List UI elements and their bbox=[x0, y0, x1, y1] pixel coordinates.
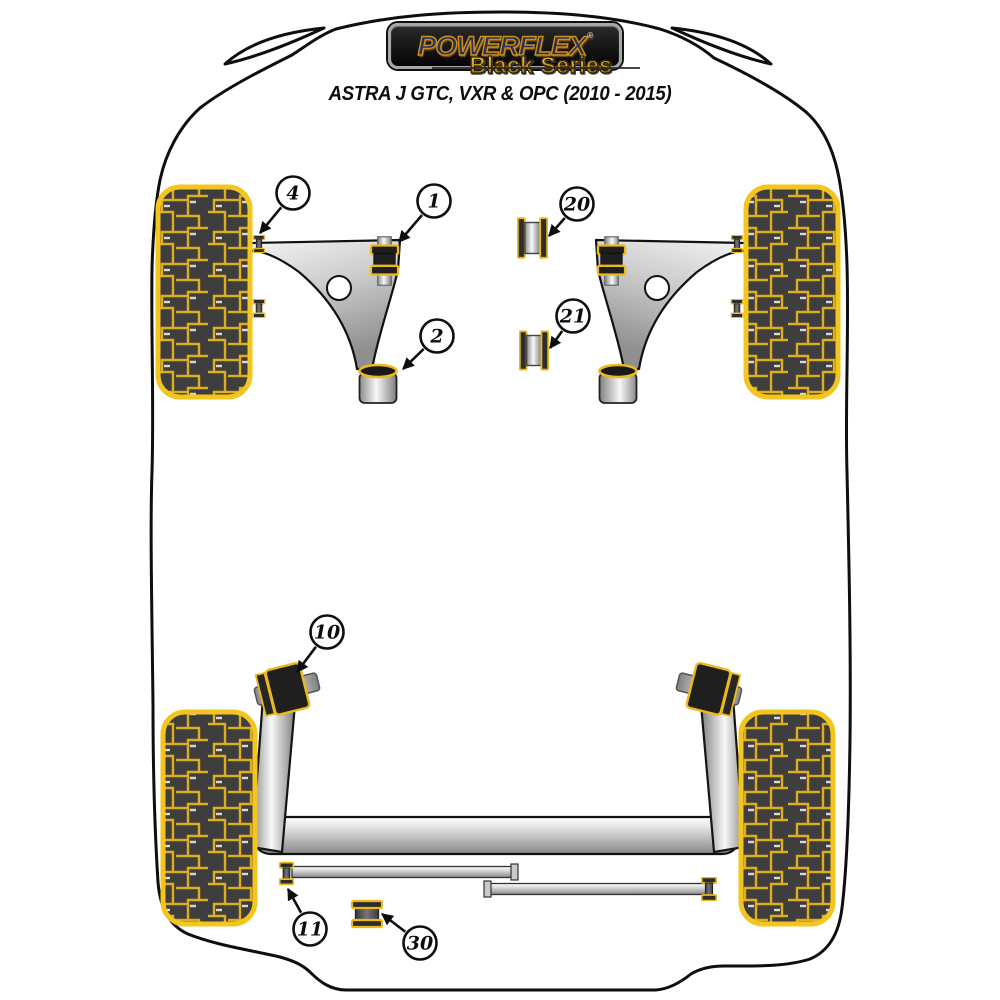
callout-arrow bbox=[258, 206, 283, 234]
front-lower-arm bbox=[248, 238, 402, 371]
callout-arrow bbox=[398, 214, 423, 243]
trailing-arm-front-bush-10 bbox=[253, 661, 321, 717]
callout-4: 4 bbox=[258, 175, 311, 234]
rear-anti-roll-bar-right-section bbox=[483, 877, 717, 901]
callout-number: 20 bbox=[563, 194, 590, 216]
callout-number: 4 bbox=[286, 183, 299, 205]
callout-11: 11 bbox=[286, 887, 328, 947]
callout-arrow bbox=[548, 217, 566, 237]
powerflex-logo: POWERFLEX® bbox=[388, 23, 622, 69]
front-left-wheel bbox=[155, 184, 253, 400]
callout-circle bbox=[275, 175, 311, 211]
callout-1: 1 bbox=[398, 183, 452, 243]
registered-mark: ® bbox=[587, 30, 593, 40]
series-strike-line bbox=[432, 67, 640, 69]
bush-20 bbox=[517, 217, 548, 259]
callout-arrow bbox=[402, 347, 425, 370]
callout-30: 30 bbox=[381, 912, 438, 961]
rear-left-assembly bbox=[160, 661, 321, 927]
callout-20: 20 bbox=[548, 186, 595, 237]
front-left-assembly bbox=[155, 184, 402, 404]
left-mirror-outline bbox=[223, 26, 326, 66]
callout-circle bbox=[559, 186, 595, 222]
callout-circle bbox=[292, 911, 328, 947]
callout-arrow bbox=[381, 912, 407, 933]
rear-left-wheel bbox=[160, 709, 258, 927]
callout-arrow bbox=[295, 646, 317, 673]
callout-number: 2 bbox=[429, 326, 443, 348]
callout-circle bbox=[419, 318, 455, 354]
callout-21: 21 bbox=[548, 298, 591, 349]
callout-10: 10 bbox=[295, 614, 345, 673]
callout-circle bbox=[555, 298, 591, 334]
callout-number: 21 bbox=[559, 306, 586, 328]
rear-axle-beam bbox=[251, 815, 742, 856]
right-mirror-outline bbox=[670, 26, 773, 66]
callout-circle bbox=[416, 183, 452, 219]
brand-text: POWERFLEX® bbox=[417, 30, 593, 61]
bush-30 bbox=[350, 899, 384, 929]
rear-anti-roll-bar-left-section bbox=[279, 861, 519, 886]
series-label: Black Series bbox=[446, 51, 636, 78]
page-title: ASTRA J GTC, VXR & OPC (2010 - 2015) bbox=[328, 83, 672, 105]
callout-circle bbox=[402, 925, 438, 961]
callout-arrow bbox=[286, 887, 303, 914]
callout-number: 1 bbox=[427, 191, 440, 213]
callout-arrow bbox=[548, 330, 564, 349]
callout-2: 2 bbox=[402, 318, 455, 370]
arm-rear-bush-2 bbox=[358, 363, 398, 404]
arm-lightening-hole bbox=[326, 275, 352, 301]
callout-number: 30 bbox=[407, 933, 433, 955]
bush-21 bbox=[519, 330, 549, 371]
callout-circle bbox=[309, 614, 345, 650]
callout-number: 11 bbox=[297, 919, 323, 941]
callout-layer: 4 1 20 2 21 10 11 30 bbox=[258, 175, 595, 961]
callout-number: 10 bbox=[314, 622, 340, 644]
